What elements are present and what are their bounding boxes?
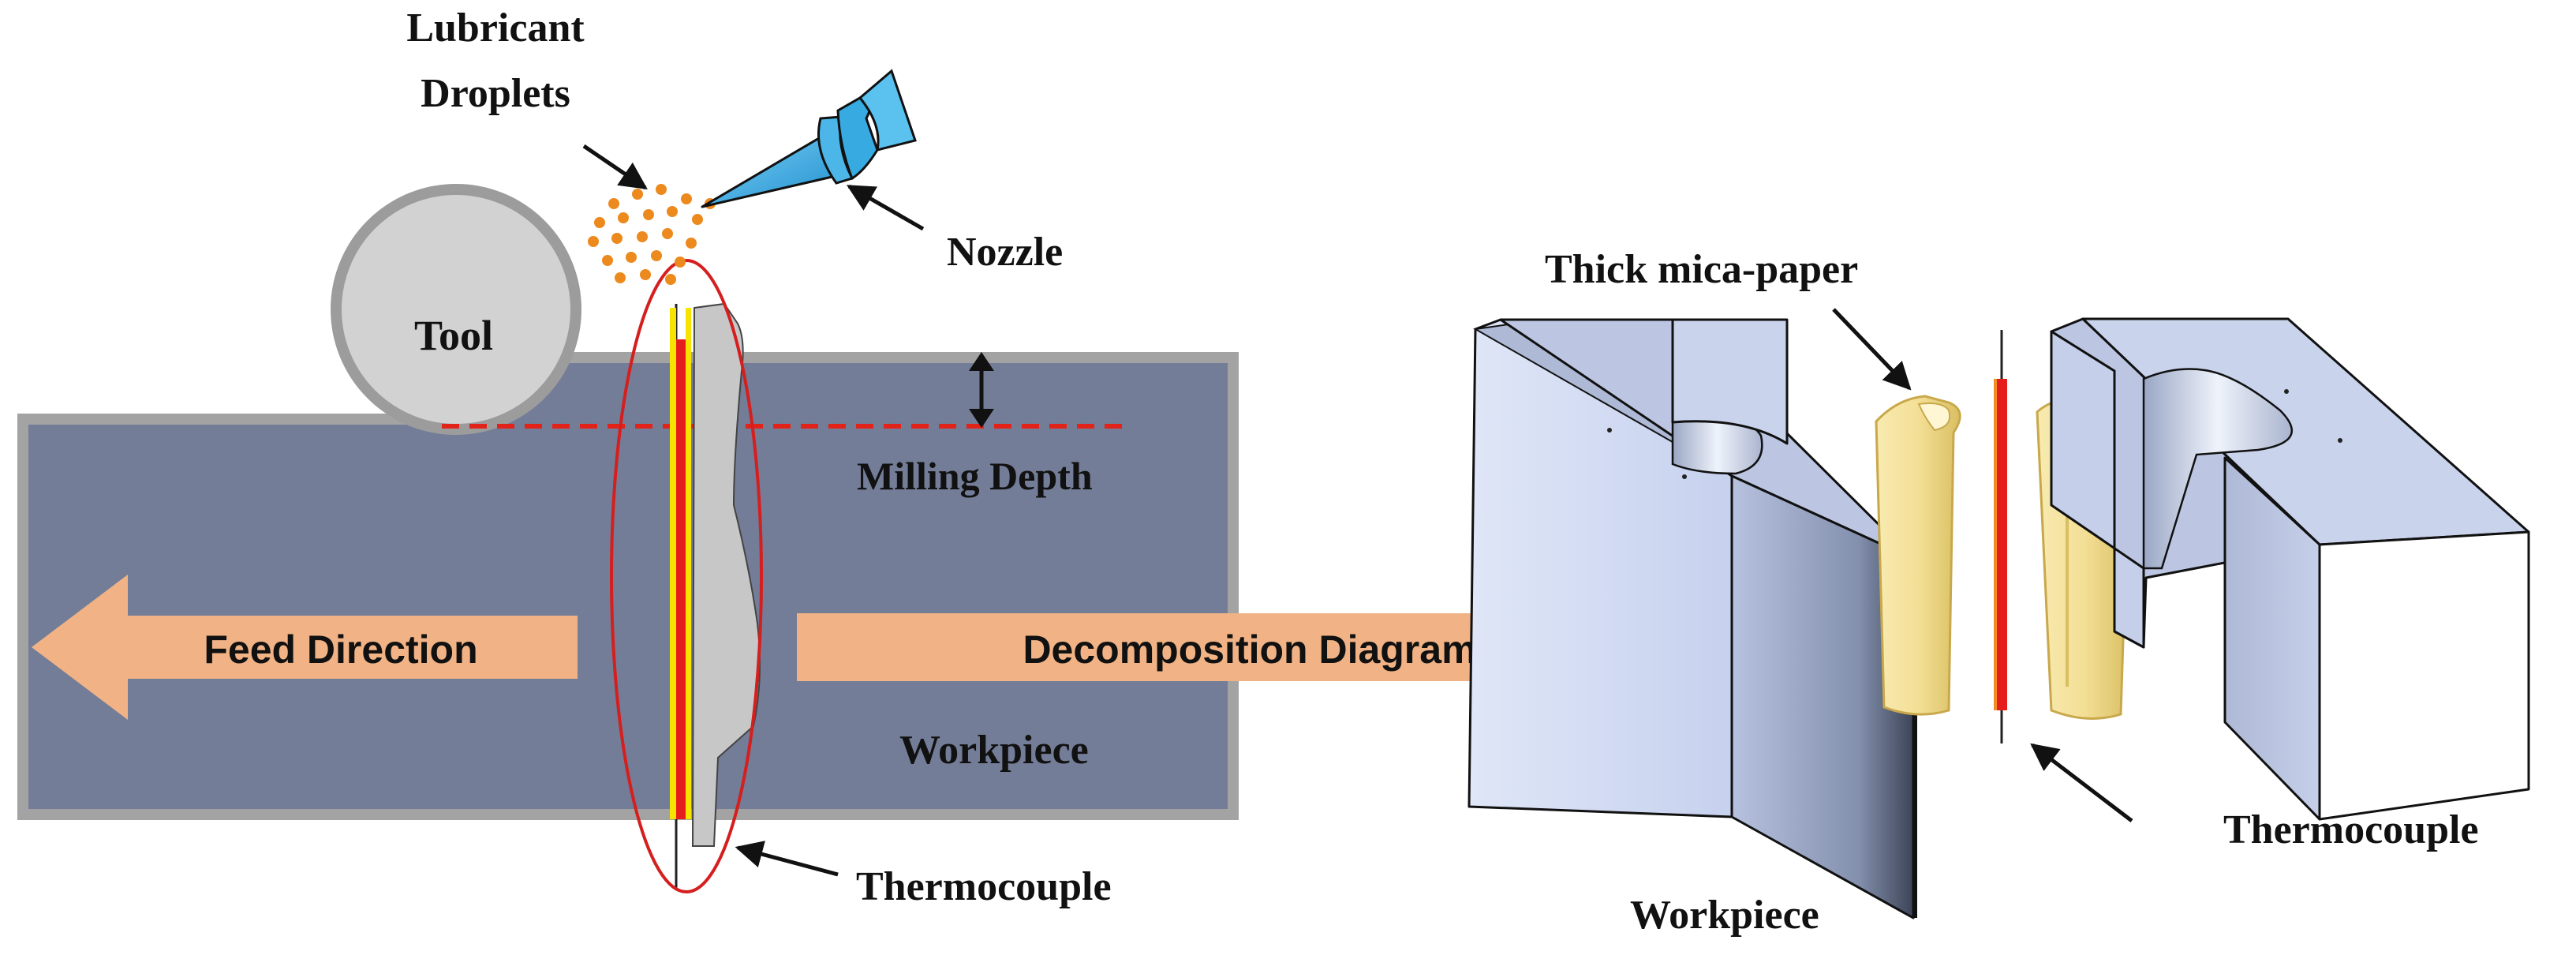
workpiece-block-icon bbox=[1467, 318, 1917, 919]
nozzle-label: Nozzle bbox=[947, 230, 1063, 275]
workpiece-block-icon-right bbox=[2050, 317, 2530, 821]
workpiece-right-label: Workpiece bbox=[1630, 893, 1819, 938]
milling-depth-double-arrow bbox=[969, 352, 994, 428]
decomposition-diagram-label: Decomposition Diagram bbox=[1023, 627, 1476, 672]
lubricant-droplet bbox=[686, 238, 697, 249]
lubricant-droplet bbox=[667, 206, 678, 217]
feed-direction-label: Feed Direction bbox=[204, 627, 477, 672]
lubricant-droplet bbox=[662, 228, 673, 239]
lubricant-droplet bbox=[611, 233, 623, 244]
nozzle-pointer-arrow bbox=[846, 184, 925, 231]
lubricant-droplet bbox=[632, 189, 643, 200]
lubricant-droplet bbox=[637, 231, 648, 242]
workpiece-left-label: Workpiece bbox=[899, 728, 1089, 773]
lubricant-droplet bbox=[651, 250, 662, 261]
lubricant-droplet bbox=[608, 198, 619, 209]
lubricant-droplet bbox=[602, 255, 613, 266]
tool-label: Tool bbox=[414, 312, 493, 359]
feed-direction-arrow bbox=[32, 575, 578, 720]
milling-depth-label: Milling Depth bbox=[857, 454, 1093, 498]
thermocouple-icon-right bbox=[1994, 330, 2007, 743]
mica-pointer-arrow bbox=[1832, 308, 1912, 391]
nozzle-icon bbox=[701, 69, 917, 208]
lubricant-droplet bbox=[588, 236, 599, 247]
lubricant-droplet bbox=[594, 217, 605, 228]
lubricant-droplet bbox=[643, 209, 654, 220]
tool-icon bbox=[331, 184, 581, 435]
lubricant-label-line1: Lubricant bbox=[406, 6, 585, 51]
lubricant-droplet bbox=[675, 257, 686, 268]
thermocouple-right-pointer-arrow bbox=[2030, 743, 2133, 822]
thermocouple-left-pointer-arrow bbox=[735, 841, 839, 877]
lubricant-droplet bbox=[665, 274, 676, 285]
lubricant-droplet bbox=[626, 252, 637, 263]
thermocouple-right-label: Thermocouple bbox=[2223, 807, 2479, 852]
lubricant-droplet bbox=[618, 212, 629, 223]
thermocouple-highlight-ellipse bbox=[610, 259, 763, 893]
lubricant-pointer-arrow bbox=[582, 144, 648, 190]
lubricant-droplet bbox=[692, 214, 703, 225]
lubricant-droplets-icon bbox=[588, 184, 716, 285]
lubricant-label-line2: Droplets bbox=[421, 71, 570, 116]
decomposition-diagram-arrow bbox=[797, 575, 1700, 720]
thermocouple-icon bbox=[670, 302, 761, 890]
lubricant-droplet bbox=[681, 193, 692, 204]
thermocouple-left-label: Thermocouple bbox=[856, 864, 1112, 909]
lubricant-droplet bbox=[615, 272, 626, 283]
lubricant-droplet bbox=[640, 269, 651, 280]
mica-paper-icon bbox=[1875, 395, 1961, 716]
thick-mica-paper-label: Thick mica-paper bbox=[1545, 247, 1858, 292]
lubricant-droplet bbox=[656, 184, 667, 195]
